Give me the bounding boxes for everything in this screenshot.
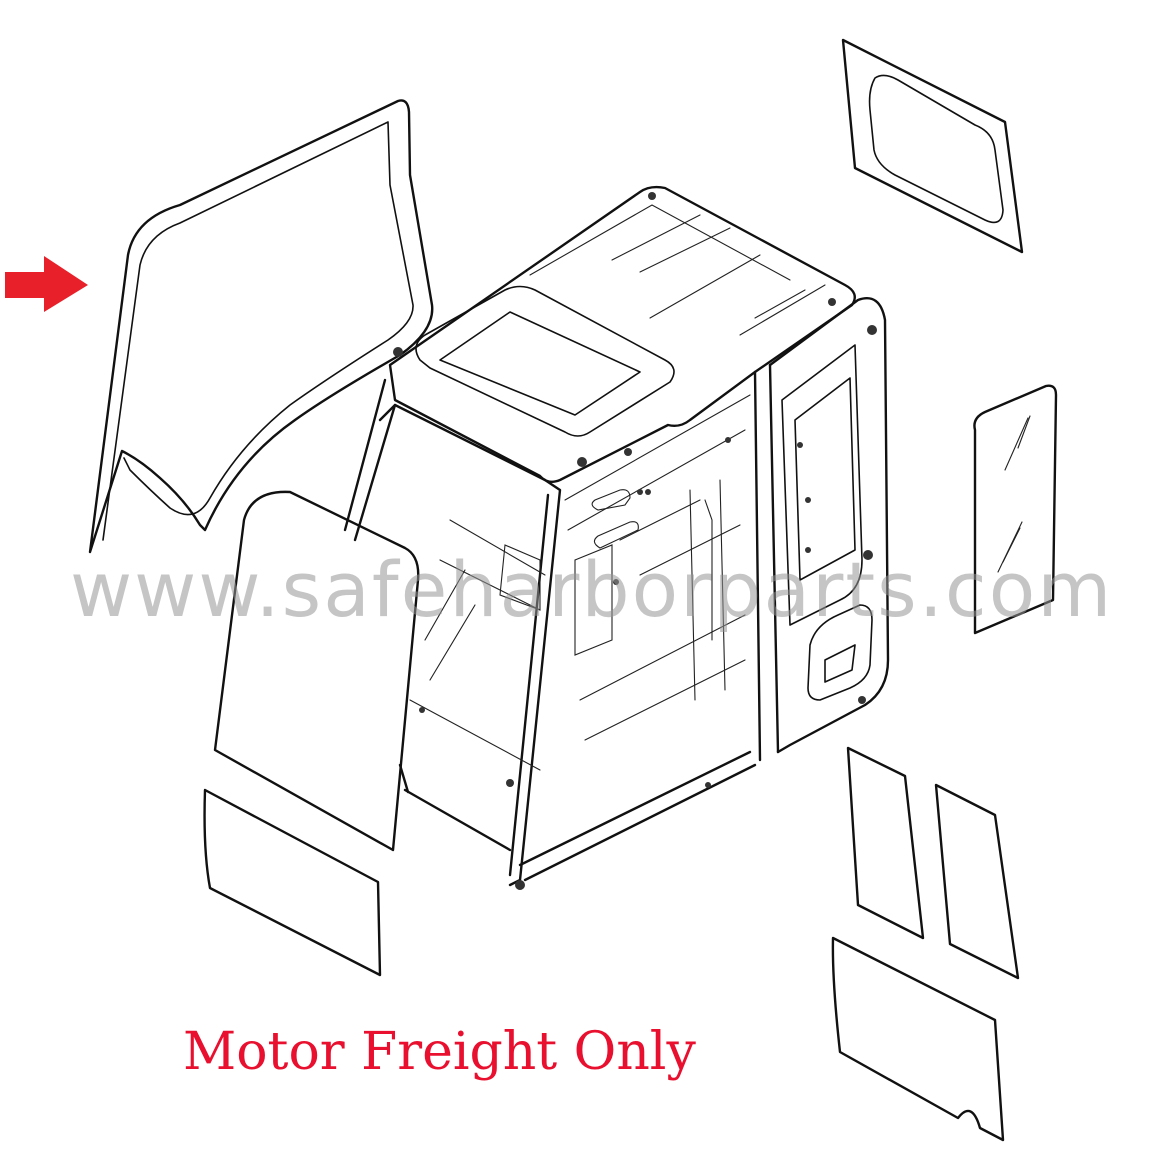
door-upper-left-glass-panel <box>846 746 925 940</box>
lower-front-glass-panel <box>203 788 382 977</box>
watermark-text: www.safeharborparts.com <box>70 545 1114 634</box>
red-arrow-icon <box>5 256 88 312</box>
cab-frame <box>343 185 890 890</box>
door-lower-glass-panel <box>831 936 1005 1142</box>
upper-right-glass-panel <box>841 38 1024 254</box>
left-side-glass-panel <box>88 99 434 554</box>
motor-freight-note: Motor Freight Only <box>183 1022 696 1082</box>
door-upper-right-glass-panel <box>934 783 1020 980</box>
right-small-glass-panel <box>973 384 1058 635</box>
